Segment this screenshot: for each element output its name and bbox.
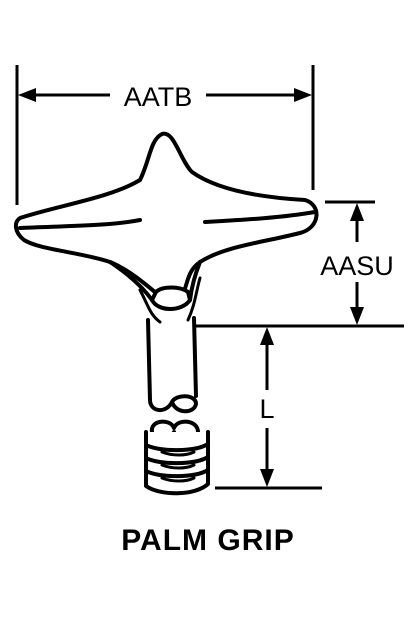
stud-shaft-right-edge (192, 316, 198, 398)
height-dimension-label: AASU (320, 251, 394, 281)
knob-neck-shade-right (186, 276, 202, 322)
knob-head (13, 131, 319, 324)
stud-thread-root-2 (160, 463, 196, 470)
knob-neck (150, 285, 192, 311)
width-dimension (15, 65, 315, 205)
knob-lower-lobe-contour (108, 260, 154, 302)
width-arrowhead-right (294, 88, 312, 102)
height-dimension (196, 200, 404, 328)
stud-thread-1 (144, 442, 210, 453)
stud-shaft-left-edge (146, 318, 152, 402)
knob-head-outline (13, 131, 319, 300)
width-arrowhead-left (18, 88, 36, 102)
stud-thread-3 (144, 468, 210, 479)
stud-thread-root-1 (160, 450, 196, 457)
width-dimension-label: AATB (124, 82, 193, 112)
stud-threads-lower (144, 419, 210, 496)
stud-shaft-upper (146, 316, 199, 414)
stud-thread-root-3 (160, 476, 196, 483)
stud-shaft-break-top (148, 394, 199, 414)
height-arrowhead-top (350, 203, 364, 221)
height-arrowhead-bottom (350, 307, 364, 325)
length-dimension (215, 327, 322, 490)
knob-neck-shade (138, 288, 162, 324)
knob-rim-left (18, 218, 142, 230)
length-arrowhead-bottom (260, 469, 274, 487)
length-arrowhead-top (260, 327, 274, 345)
knob-rim-right (203, 210, 317, 224)
stud-thread-2 (144, 455, 210, 466)
length-dimension-label: L (259, 394, 274, 424)
drawing-title: PALM GRIP (121, 524, 294, 557)
